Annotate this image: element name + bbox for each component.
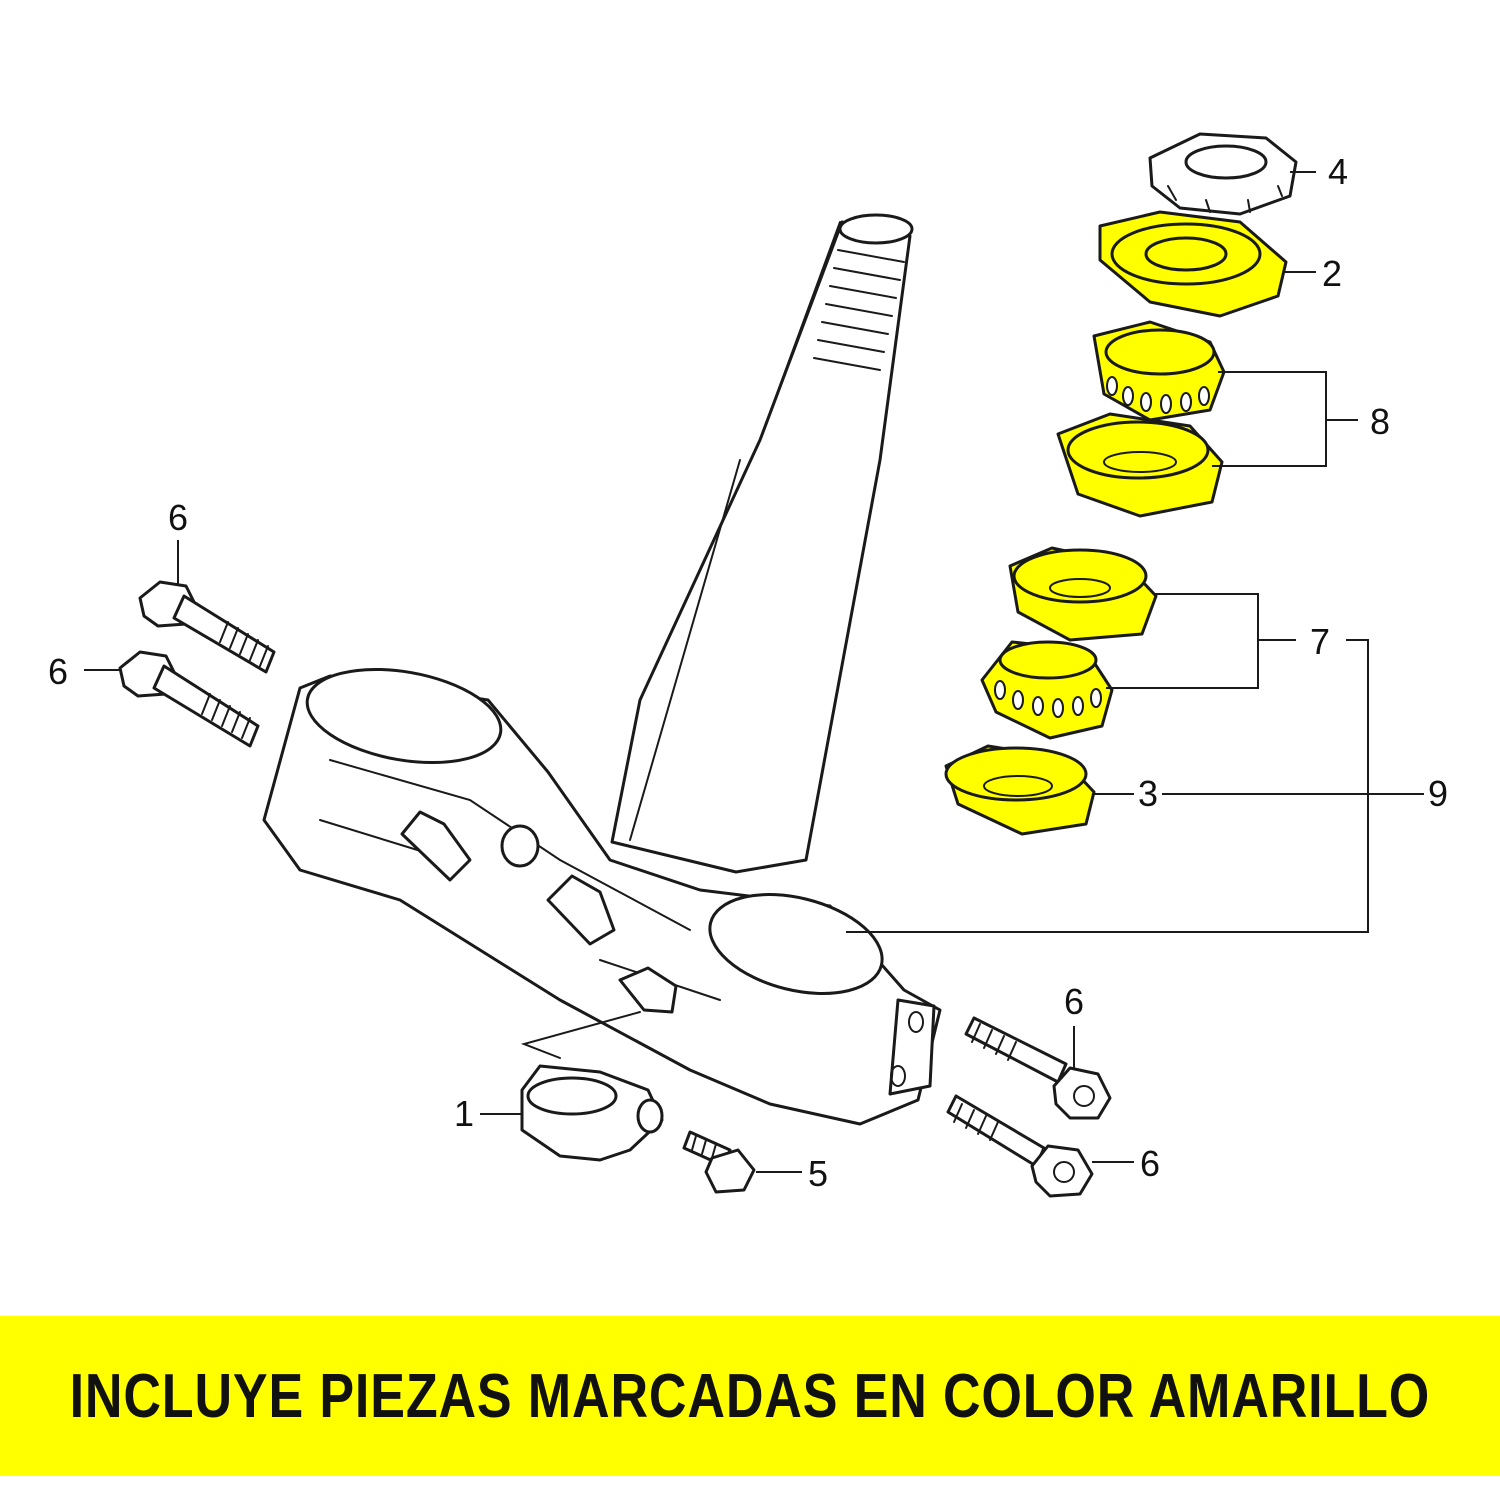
banner-text: INCLUYE PIEZAS MARCADAS EN COLOR AMARILL… bbox=[69, 1361, 1431, 1431]
upper-bearing-part-8 bbox=[1092, 320, 1226, 422]
callout-part-6-right-upper: 6 bbox=[1064, 981, 1084, 1022]
lower-race-part-7 bbox=[1008, 546, 1158, 642]
steering-stem bbox=[610, 213, 914, 874]
callout-part-8: 8 bbox=[1370, 401, 1390, 442]
callout-part-4: 4 bbox=[1328, 151, 1348, 192]
leader-lines bbox=[84, 171, 1424, 1173]
bolt-part-6-left-lower bbox=[118, 650, 260, 748]
bolt-part-6-right-lower bbox=[946, 1094, 1094, 1198]
exploded-parts-diagram: 4 2 8 7 3 9 6 6 1 5 6 6 bbox=[48, 132, 1448, 1198]
lower-seal-part-3 bbox=[944, 744, 1096, 836]
clamp-part-1 bbox=[520, 1064, 664, 1162]
dust-seal-part-2 bbox=[1098, 210, 1288, 318]
callout-part-1: 1 bbox=[454, 1093, 474, 1134]
callout-part-9: 9 bbox=[1428, 773, 1448, 814]
callout-part-3: 3 bbox=[1138, 773, 1158, 814]
lower-bearing-part-7 bbox=[980, 640, 1114, 740]
callout-part-7: 7 bbox=[1310, 621, 1330, 662]
callout-part-6-left: 6 bbox=[48, 651, 68, 692]
callout-part-6-right-lower: 6 bbox=[1140, 1143, 1160, 1184]
yellow-info-banner: INCLUYE PIEZAS MARCADAS EN COLOR AMARILL… bbox=[0, 1316, 1500, 1476]
callout-part-6-top-left: 6 bbox=[168, 497, 188, 538]
bolt-part-6-left-upper bbox=[138, 580, 276, 674]
callout-part-2: 2 bbox=[1322, 253, 1342, 294]
callout-labels: 4 2 8 7 3 9 6 6 1 5 6 6 bbox=[48, 151, 1448, 1194]
lock-nut-part-4 bbox=[1148, 132, 1298, 216]
lower-triple-clamp bbox=[262, 667, 942, 1126]
upper-race-part-8 bbox=[1056, 412, 1224, 518]
callout-part-5: 5 bbox=[808, 1153, 828, 1194]
bolt-part-5 bbox=[682, 1130, 756, 1194]
bolt-part-6-right-upper bbox=[964, 1016, 1112, 1120]
